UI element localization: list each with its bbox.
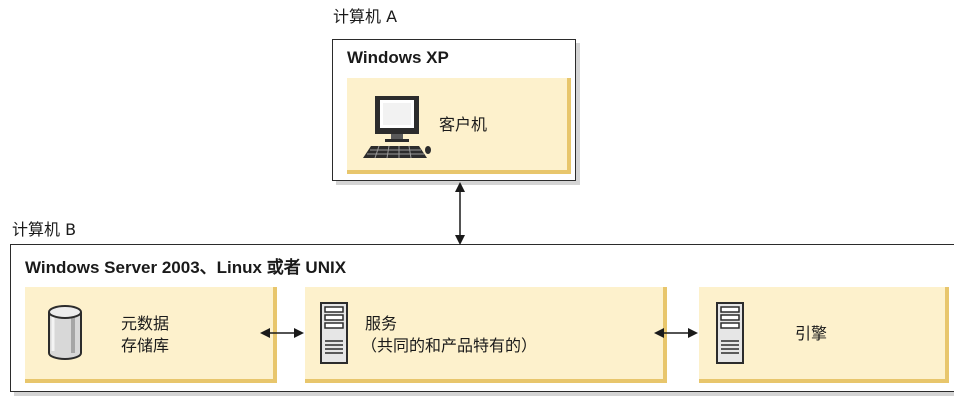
client-component-box: 客户机 bbox=[347, 78, 571, 174]
database-cylinder-icon bbox=[48, 305, 82, 360]
services-label-line1: 服务 bbox=[365, 314, 398, 333]
services-label-line2: （共同的和产品特有的） bbox=[361, 336, 538, 355]
engine-label: 引擎 bbox=[795, 324, 828, 343]
computer-b-os-title: Windows Server 2003、Linux 或者 UNIX bbox=[25, 258, 347, 277]
desktop-computer-icon bbox=[363, 96, 431, 159]
client-label: 客户机 bbox=[439, 115, 488, 134]
computer-b-label: 计算机 B bbox=[12, 220, 77, 239]
services-box: 服务 （共同的和产品特有的） bbox=[305, 287, 667, 383]
computer-a-os-title: Windows XP bbox=[347, 48, 449, 67]
server-tower-icon bbox=[716, 302, 744, 364]
computer-a-label: 计算机 A bbox=[333, 7, 398, 26]
computer-b-frame: Windows Server 2003、Linux 或者 UNIX 元数据 存储… bbox=[10, 244, 954, 392]
metadata-repository-box: 元数据 存储库 bbox=[25, 287, 277, 383]
metadata-repository-label-line1: 元数据 bbox=[121, 314, 170, 333]
server-tower-icon bbox=[320, 302, 348, 364]
computer-a-frame: Windows XP 客户机 bbox=[332, 39, 576, 181]
metadata-repository-label-line2: 存储库 bbox=[121, 336, 170, 355]
engine-box: 引擎 bbox=[699, 287, 949, 383]
